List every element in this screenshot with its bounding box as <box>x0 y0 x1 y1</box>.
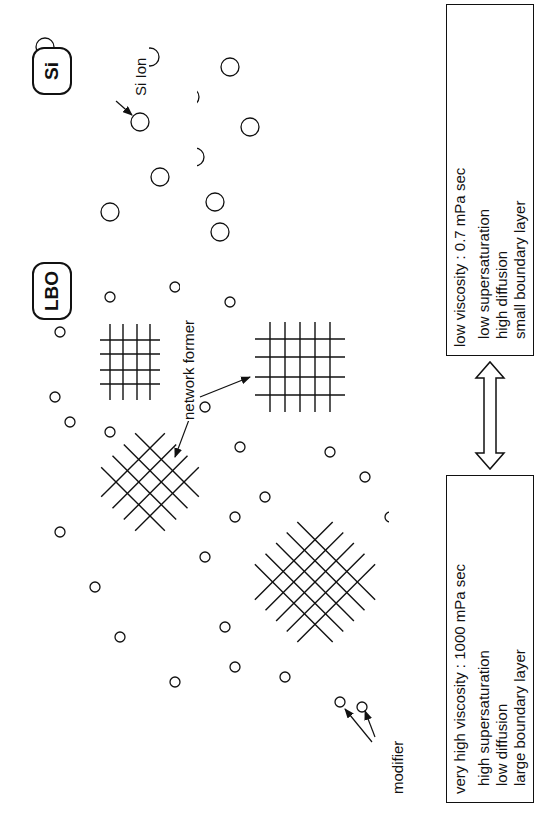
property-box: very high viscosity : 1000 mPa sec high s… <box>446 475 534 803</box>
node-text: low supersaturation <box>475 13 493 347</box>
material-label: Si <box>32 47 72 95</box>
network-grids <box>86 322 392 660</box>
node-heading: very high viscosity : 1000 mPa sec <box>451 484 469 794</box>
material-label: LBO <box>32 262 72 320</box>
double-arrow <box>476 362 504 469</box>
callout-label: network former <box>180 0 197 421</box>
node-text: high supersaturation <box>475 484 493 794</box>
modifier-ions <box>50 282 395 712</box>
node-heading: LBO <box>41 271 63 311</box>
node-text: large boundary layer <box>511 484 529 794</box>
property-box: low viscosity : 0.7 mPa sec low supersatu… <box>446 4 534 356</box>
node-text: high diffusion <box>493 13 511 347</box>
node-text: low diffusion <box>493 484 511 794</box>
callout-label: Si Ion <box>132 0 149 97</box>
callout-label: modifier <box>389 0 406 795</box>
node-heading: Si <box>41 62 63 80</box>
leader-arrows <box>116 101 375 742</box>
node-heading: low viscosity : 0.7 mPa sec <box>451 13 469 347</box>
node-text: small boundary layer <box>511 13 529 347</box>
